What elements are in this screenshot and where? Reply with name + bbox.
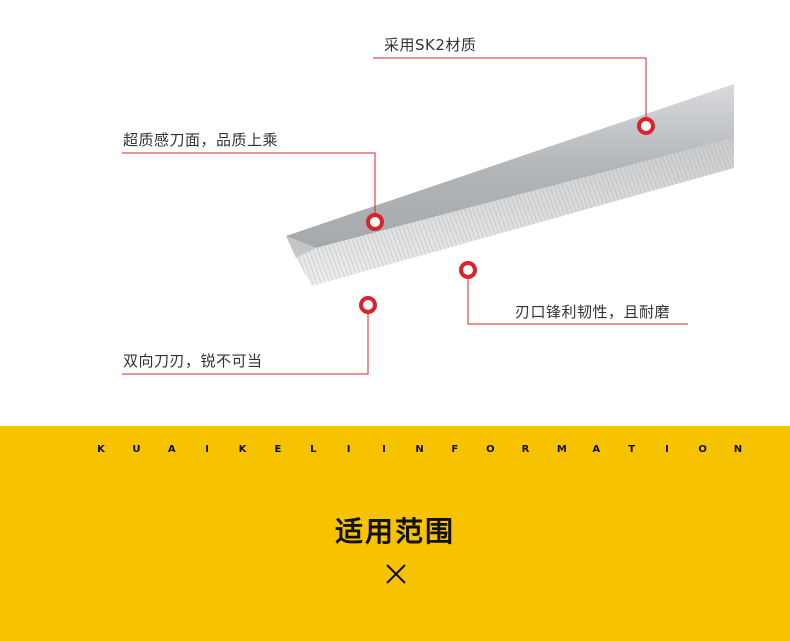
usage-scope-banner: K U A I K E L I I N F O R M A T I O N 适用… xyxy=(0,426,790,641)
brand-letter: K xyxy=(238,444,247,455)
target-dot-icon xyxy=(637,117,655,135)
section-title: 适用范围 xyxy=(334,515,455,548)
target-dot-icon xyxy=(359,296,377,314)
brand-letter: K xyxy=(97,444,105,455)
brand-letter: I xyxy=(665,444,669,455)
brand-letter: O xyxy=(698,444,707,455)
brand-letter: A xyxy=(592,444,601,455)
brand-letter: N xyxy=(415,444,424,455)
brand-letter: I xyxy=(205,444,209,455)
target-dot-icon xyxy=(366,213,384,231)
callout-surface: 超质感刀面，品质上乘 xyxy=(123,131,279,149)
brand-letter: I xyxy=(346,444,351,455)
callout-double-edge: 双向刀刃，锐不可当 xyxy=(123,352,263,370)
brand-letter: R xyxy=(521,444,530,455)
brand-letter: E xyxy=(274,444,282,455)
brand-letter: A xyxy=(167,444,176,455)
blade-illustration xyxy=(122,57,734,375)
callout-edge: 刃口锋利韧性，且耐磨 xyxy=(515,303,671,321)
blade-face xyxy=(286,84,734,248)
brand-letter: F xyxy=(451,444,459,455)
brand-letter: I xyxy=(382,444,386,455)
callout-material: 采用SK2材质 xyxy=(384,36,477,54)
product-detail-section: 采用SK2材质 超质感刀面，品质上乘 刃口锋利韧性，且耐磨 双向刀刃，锐不可当 xyxy=(122,36,734,375)
callout-lines xyxy=(122,57,688,375)
close-icon[interactable] xyxy=(384,562,408,586)
brand-letter: O xyxy=(486,444,495,455)
brand-letter: M xyxy=(556,444,567,455)
brand-letter: L xyxy=(310,444,317,455)
brand-letter: N xyxy=(733,444,743,455)
brand-letter: T xyxy=(628,444,636,455)
target-dot-icon xyxy=(459,261,477,279)
brand-letter-row: K U A I K E L I I N F O R M A T I O N xyxy=(0,444,790,458)
brand-letter: U xyxy=(132,444,141,455)
